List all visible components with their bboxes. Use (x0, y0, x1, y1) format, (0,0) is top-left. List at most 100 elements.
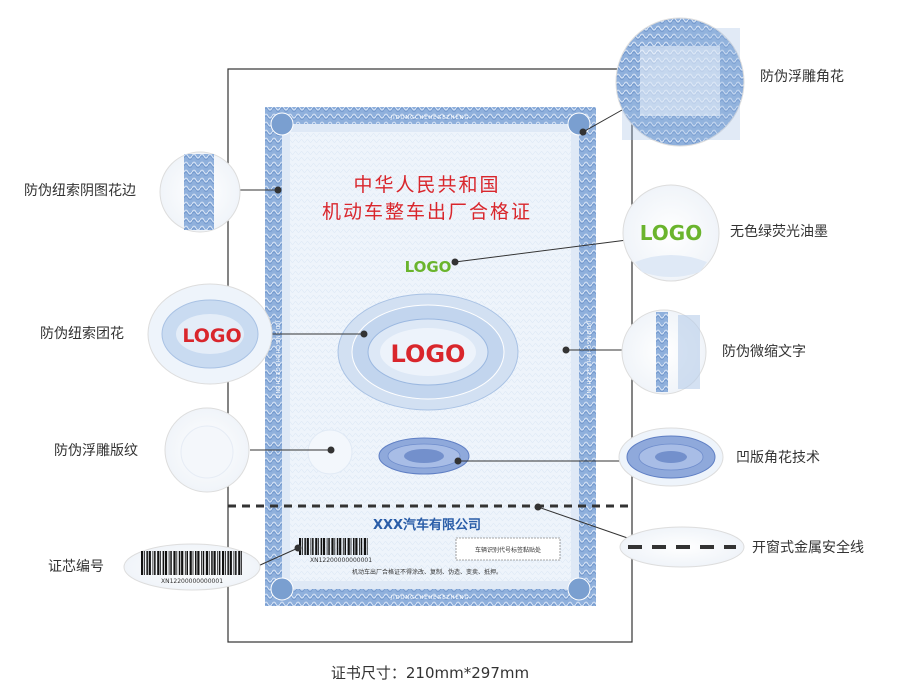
barcode-bar (195, 551, 197, 575)
barcode-bar (218, 551, 221, 575)
barcode-bar (241, 551, 242, 575)
barcode-bar (315, 538, 318, 555)
barcode-bar (336, 538, 339, 555)
barcode-bar (320, 538, 323, 555)
barcode-bar (181, 551, 184, 575)
lens-rosette-logo: LOGO (182, 325, 241, 347)
barcode-bar (202, 551, 205, 575)
label-relief-corner: 防伪浮雕角花 (760, 69, 844, 85)
barcode-bar (347, 538, 350, 555)
barcode-bar (339, 538, 342, 555)
lens-relief-corner (615, 17, 745, 147)
barcode-bar (344, 538, 346, 555)
lens-fluorescent-logo: LOGO (640, 221, 702, 245)
barcode-bar (304, 538, 306, 555)
lens-serial-number (123, 543, 261, 591)
label-guilloche-border: 防伪纽索阴图花边 (24, 182, 136, 199)
vin-label-text: 车辆识别代号标签黏贴处 (475, 546, 541, 554)
red-logo: LOGO (391, 340, 466, 368)
label-micro-text: 防伪微缩文字 (722, 344, 806, 360)
barcode-bar (334, 538, 336, 555)
barcode-bar (350, 538, 352, 555)
barcode-bar (197, 551, 200, 575)
lens-intaglio-corner (618, 427, 724, 487)
barcode-bar (363, 538, 366, 555)
barcode-bar (173, 551, 176, 575)
barcode-bar (201, 551, 202, 575)
barcode-bar (318, 538, 319, 555)
barcode-bar (225, 551, 226, 575)
barcode-bar (208, 551, 210, 575)
guilloche-rosette (337, 293, 519, 411)
certificate-title-line2: 机动车整车出厂合格证 (322, 201, 532, 223)
barcode-bar (186, 551, 188, 575)
barcode-bar (162, 551, 165, 575)
barcode-bar (217, 551, 219, 575)
barcode-bar (359, 538, 360, 555)
company-name: XXX汽车有限公司 (373, 517, 481, 533)
label-intaglio-corner: 凹版角花技术 (736, 450, 820, 466)
barcode-bar (227, 551, 229, 575)
barcode (299, 538, 368, 555)
barcode-bar (157, 551, 160, 575)
barcode-bar (302, 538, 303, 555)
barcode-bar (184, 551, 186, 575)
barcode-bar (152, 551, 154, 575)
corner-ornament-tl (270, 112, 294, 136)
border-text-right: JIDONGCHEHEGEZHENG (585, 320, 591, 400)
barcode-bar (312, 538, 314, 555)
barcode-bar (148, 551, 151, 575)
barcode-bar (222, 551, 225, 575)
label-guilloche-rosette: 防伪纽索团花 (40, 325, 124, 342)
barcode-bar (146, 551, 148, 575)
barcode-bar (189, 551, 192, 575)
lens-fluorescent-ink (622, 184, 720, 282)
barcode-bar (233, 551, 235, 575)
barcode-bar (310, 538, 312, 555)
lens-barcode (141, 551, 242, 575)
intaglio-emblem (378, 437, 470, 475)
lens-relief-plate (164, 407, 250, 493)
barcode-bar (178, 551, 181, 575)
barcode-bar (176, 551, 178, 575)
barcode-bar (164, 551, 168, 575)
barcode-bar (322, 538, 326, 555)
barcode-bar (168, 551, 170, 575)
barcode-bar (213, 551, 216, 575)
barcode-bar (238, 551, 241, 575)
barcode-bar (326, 538, 328, 555)
size-caption: 证书尺寸：210mm*297mm (331, 664, 529, 682)
barcode-number: XN12200000000001 (310, 557, 372, 564)
label-serial-number: 证芯编号 (48, 559, 104, 575)
label-relief-plate: 防伪浮雕版纹 (54, 443, 138, 459)
barcode-bar (306, 538, 309, 555)
lens-micro-text (621, 309, 707, 395)
label-security-thread: 开窗式金属安全线 (752, 539, 864, 556)
certificate-title-line1: 中华人民共和国 (353, 174, 500, 196)
lens-guilloche-rosette (147, 283, 273, 385)
callout-dots (274, 128, 587, 552)
barcode-bar (331, 538, 334, 555)
barcode-bar (211, 551, 213, 575)
corner-ornament-br (567, 577, 591, 601)
barcode-bar (141, 551, 144, 575)
barcode-bar (192, 551, 194, 575)
certificate-notice: 机动车出厂合格证不得涂改、复制、伪造、变卖、抵押。 (352, 568, 502, 576)
vin-label-box (455, 537, 561, 561)
barcode-bar (229, 551, 232, 575)
lens-serial-text: XN12200000000001 (161, 578, 223, 585)
barcode-bar (205, 551, 208, 575)
barcode-bar (235, 551, 237, 575)
barcode-bar (353, 538, 355, 555)
lens-security-thread (619, 526, 745, 568)
barcode-bar (160, 551, 161, 575)
lens-guilloche-border (159, 151, 241, 233)
border-text-top: JIDONGCHEHEGEZHENG (390, 115, 470, 121)
label-fluorescent-ink: 无色绿荧光油墨 (730, 223, 828, 240)
green-logo: LOGO (405, 258, 452, 276)
barcode-bar (355, 538, 358, 555)
barcode-bar (328, 538, 330, 555)
corner-ornament-tr (567, 112, 591, 136)
barcode-bar (342, 538, 344, 555)
